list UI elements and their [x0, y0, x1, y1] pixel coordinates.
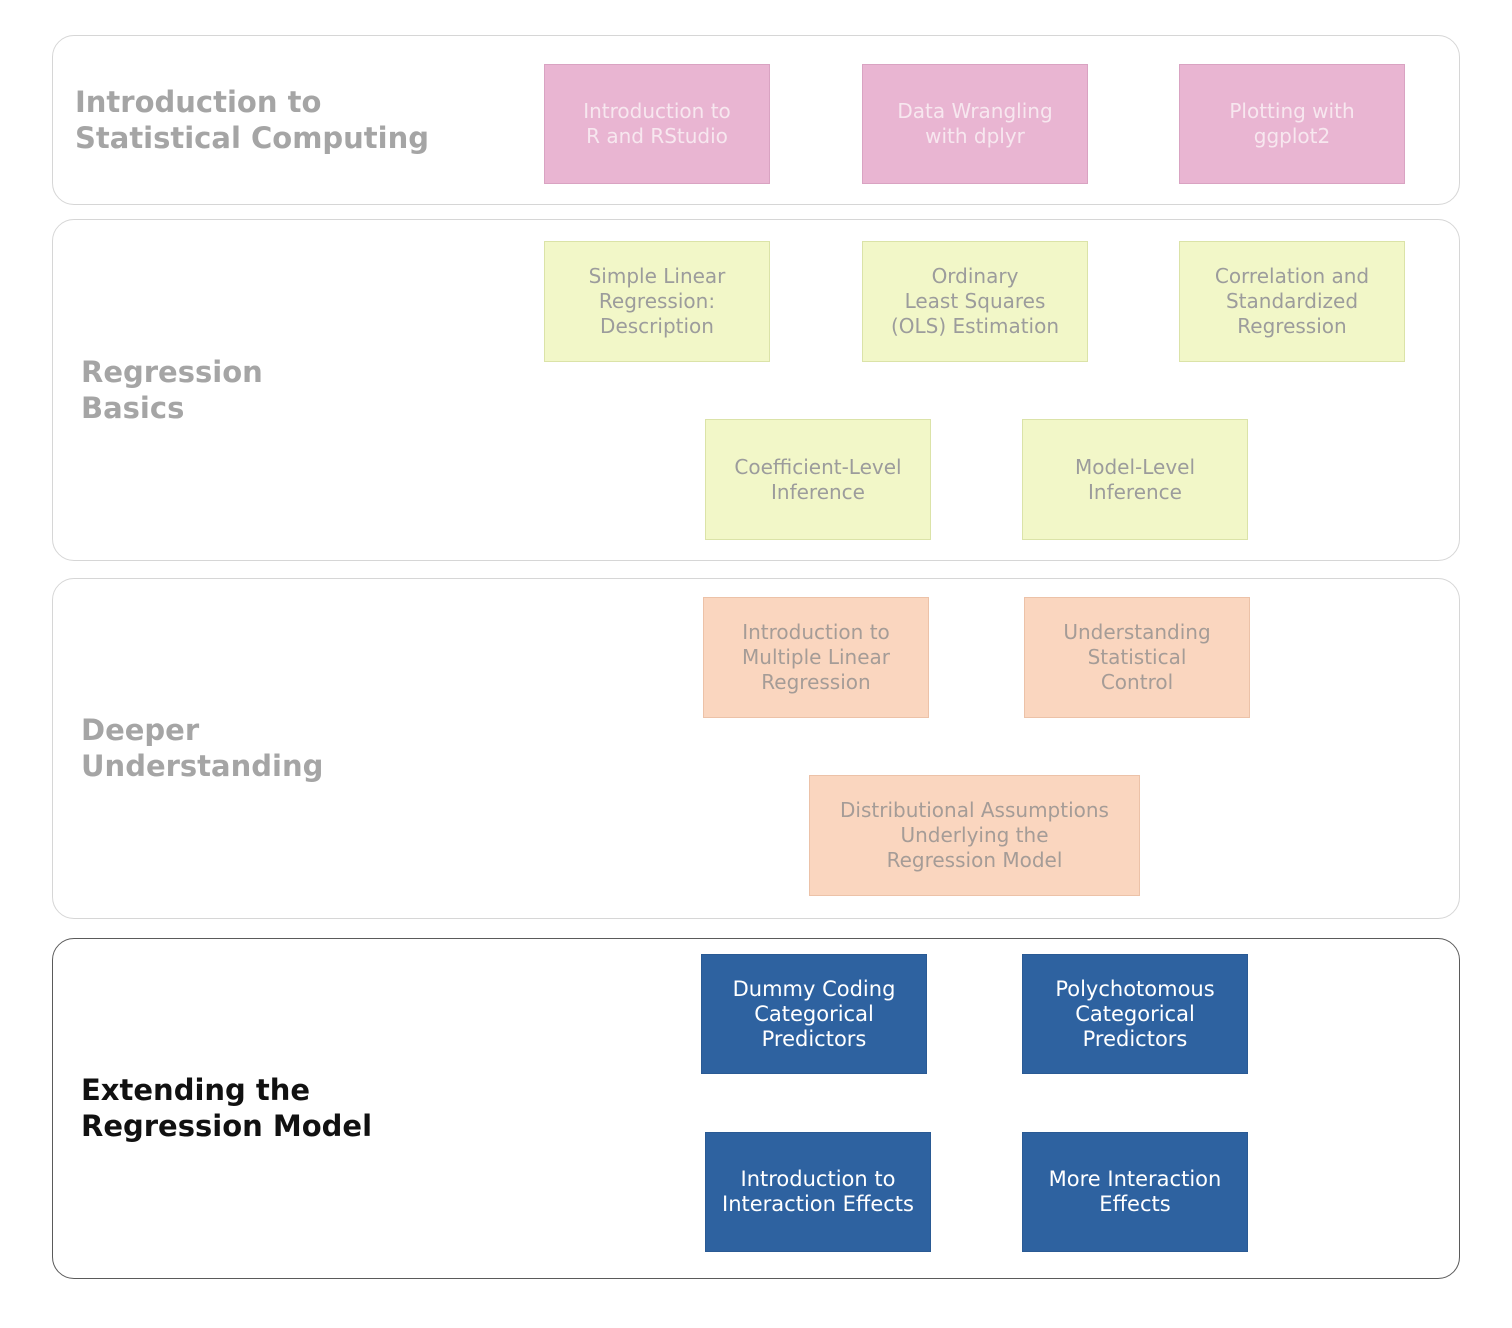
section-title: Extending the Regression Model — [81, 1073, 373, 1143]
card-understanding-statistical-control[interactable]: Understanding Statistical Control — [1024, 597, 1250, 718]
card-model-level-inference[interactable]: Model-Level Inference — [1022, 419, 1248, 540]
card-ols-estimation[interactable]: Ordinary Least Squares (OLS) Estimation — [862, 241, 1088, 362]
card-polychotomous-predictors[interactable]: Polychotomous Categorical Predictors — [1022, 954, 1248, 1074]
card-simple-linear-regression[interactable]: Simple Linear Regression: Description — [544, 241, 770, 362]
card-intro-multiple-linear-regression[interactable]: Introduction to Multiple Linear Regressi… — [703, 597, 929, 718]
card-distributional-assumptions[interactable]: Distributional Assumptions Underlying th… — [809, 775, 1140, 896]
card-coefficient-level-inference[interactable]: Coefficient-Level Inference — [705, 419, 931, 540]
section-title: Regression Basics — [81, 355, 263, 425]
card-intro-r-rstudio[interactable]: Introduction to R and RStudio — [544, 64, 770, 184]
card-more-interaction-effects[interactable]: More Interaction Effects — [1022, 1132, 1248, 1252]
card-correlation-standardized[interactable]: Correlation and Standardized Regression — [1179, 241, 1405, 362]
card-intro-interaction-effects[interactable]: Introduction to Interaction Effects — [705, 1132, 931, 1252]
section-title: Introduction to Statistical Computing — [75, 85, 430, 155]
section-title: Deeper Understanding — [81, 713, 324, 783]
card-plotting-ggplot2[interactable]: Plotting with ggplot2 — [1179, 64, 1405, 184]
card-dummy-coding[interactable]: Dummy Coding Categorical Predictors — [701, 954, 927, 1074]
card-data-wrangling-dplyr[interactable]: Data Wrangling with dplyr — [862, 64, 1088, 184]
